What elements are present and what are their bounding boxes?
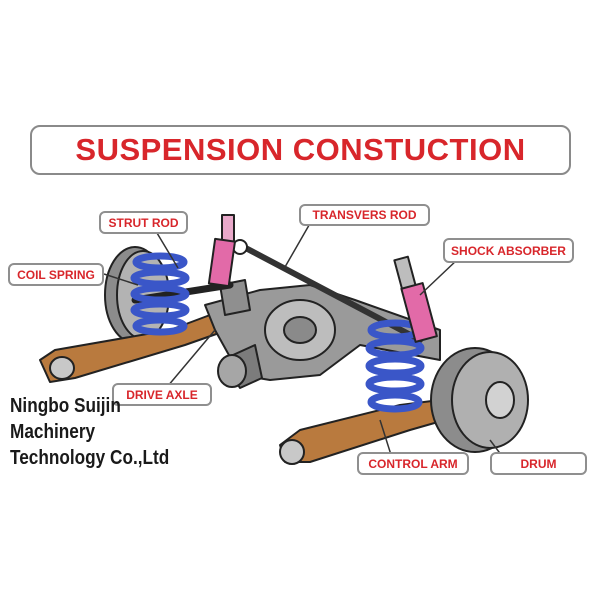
label-shock-absorber: SHOCK ABSORBER — [443, 238, 574, 263]
label-drive-axle: DRIVE AXLE — [112, 383, 212, 406]
label-drum: DRUM — [490, 452, 587, 475]
right-coil-spring — [365, 319, 425, 413]
company-line-3: Technology Co.,Ltd — [10, 447, 170, 469]
company-line-1: Ningbo Suijin — [10, 395, 121, 417]
diagram-title: SUSPENSION CONSTUCTION — [75, 132, 526, 167]
label-strut-rod: STRUT ROD — [99, 211, 188, 234]
company-line-2: Machinery — [10, 421, 96, 443]
label-coil-spring: COIL SPRING — [8, 263, 104, 286]
right-shock-absorber — [393, 255, 438, 343]
company-watermark: Ningbo Suijin Machinery Technology Co.,L… — [10, 393, 195, 471]
label-control-arm: CONTROL ARM — [357, 452, 469, 475]
left-coil-spring — [130, 252, 190, 336]
label-transvers-rod: TRANSVERS ROD — [299, 204, 430, 226]
title-box: SUSPENSION CONSTUCTION — [30, 125, 571, 175]
right-drum — [430, 347, 529, 453]
left-shock-absorber — [207, 214, 236, 288]
